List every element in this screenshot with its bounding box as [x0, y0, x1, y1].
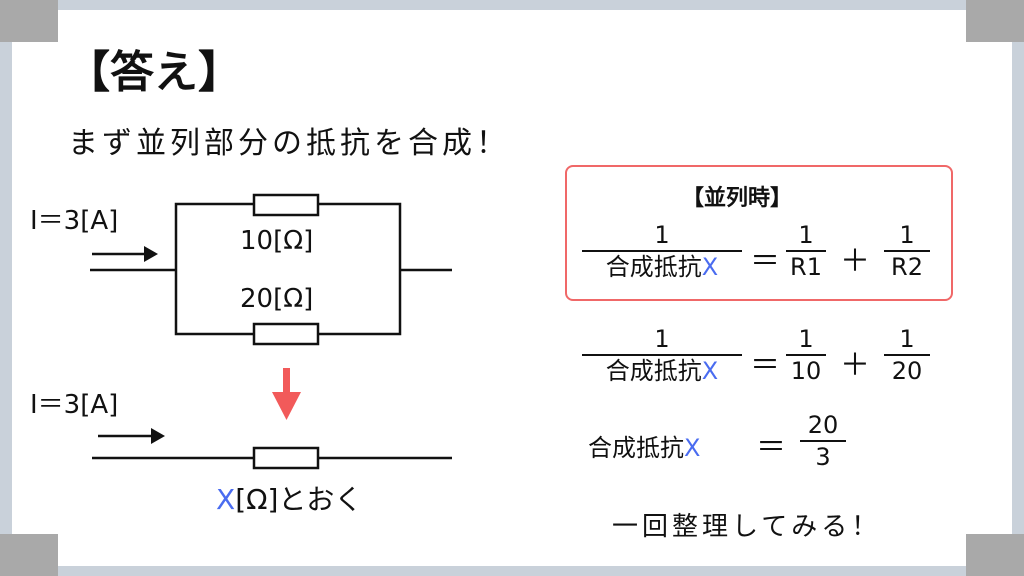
- plus: ＋: [840, 244, 870, 279]
- resistor-20-label: 20[Ω]: [240, 284, 314, 314]
- arrow-head: [151, 428, 165, 444]
- x-label-rest: [Ω]とおく: [235, 483, 363, 516]
- parallel-formula-box: [565, 165, 953, 301]
- box-heading: 【並列時】: [682, 186, 793, 211]
- resistor-10-label: 10[Ω]: [240, 226, 314, 256]
- corner-decoration: [966, 0, 1024, 42]
- corner-decoration: [966, 534, 1024, 576]
- down-arrow-icon: [283, 368, 290, 392]
- formula3-lhs: 合成抵抗X: [588, 434, 701, 462]
- current-label: I＝3[A]: [30, 206, 119, 236]
- resistor-10: [252, 193, 320, 217]
- footer-note: 一回整理してみる！: [612, 512, 882, 542]
- equals: ＝: [756, 430, 786, 465]
- equals: ＝: [750, 348, 780, 383]
- resistor-20: [252, 322, 320, 346]
- resistor-x: [252, 446, 320, 470]
- slide-panel: [12, 10, 1012, 566]
- corner-decoration: [0, 0, 58, 42]
- subtitle: まず並列部分の抵抗を合成！: [68, 126, 510, 161]
- corner-decoration: [0, 534, 58, 576]
- parallel-wires: [174, 202, 402, 336]
- x-label: X[Ω]とおく: [216, 478, 362, 518]
- page-title: 【答え】: [66, 47, 242, 98]
- equals: ＝: [750, 244, 780, 279]
- var-x: X: [216, 483, 236, 516]
- down-arrow-icon: [272, 392, 301, 420]
- current-label: I＝3[A]: [30, 390, 119, 420]
- plus: ＋: [840, 348, 870, 383]
- arrow-head: [144, 246, 158, 262]
